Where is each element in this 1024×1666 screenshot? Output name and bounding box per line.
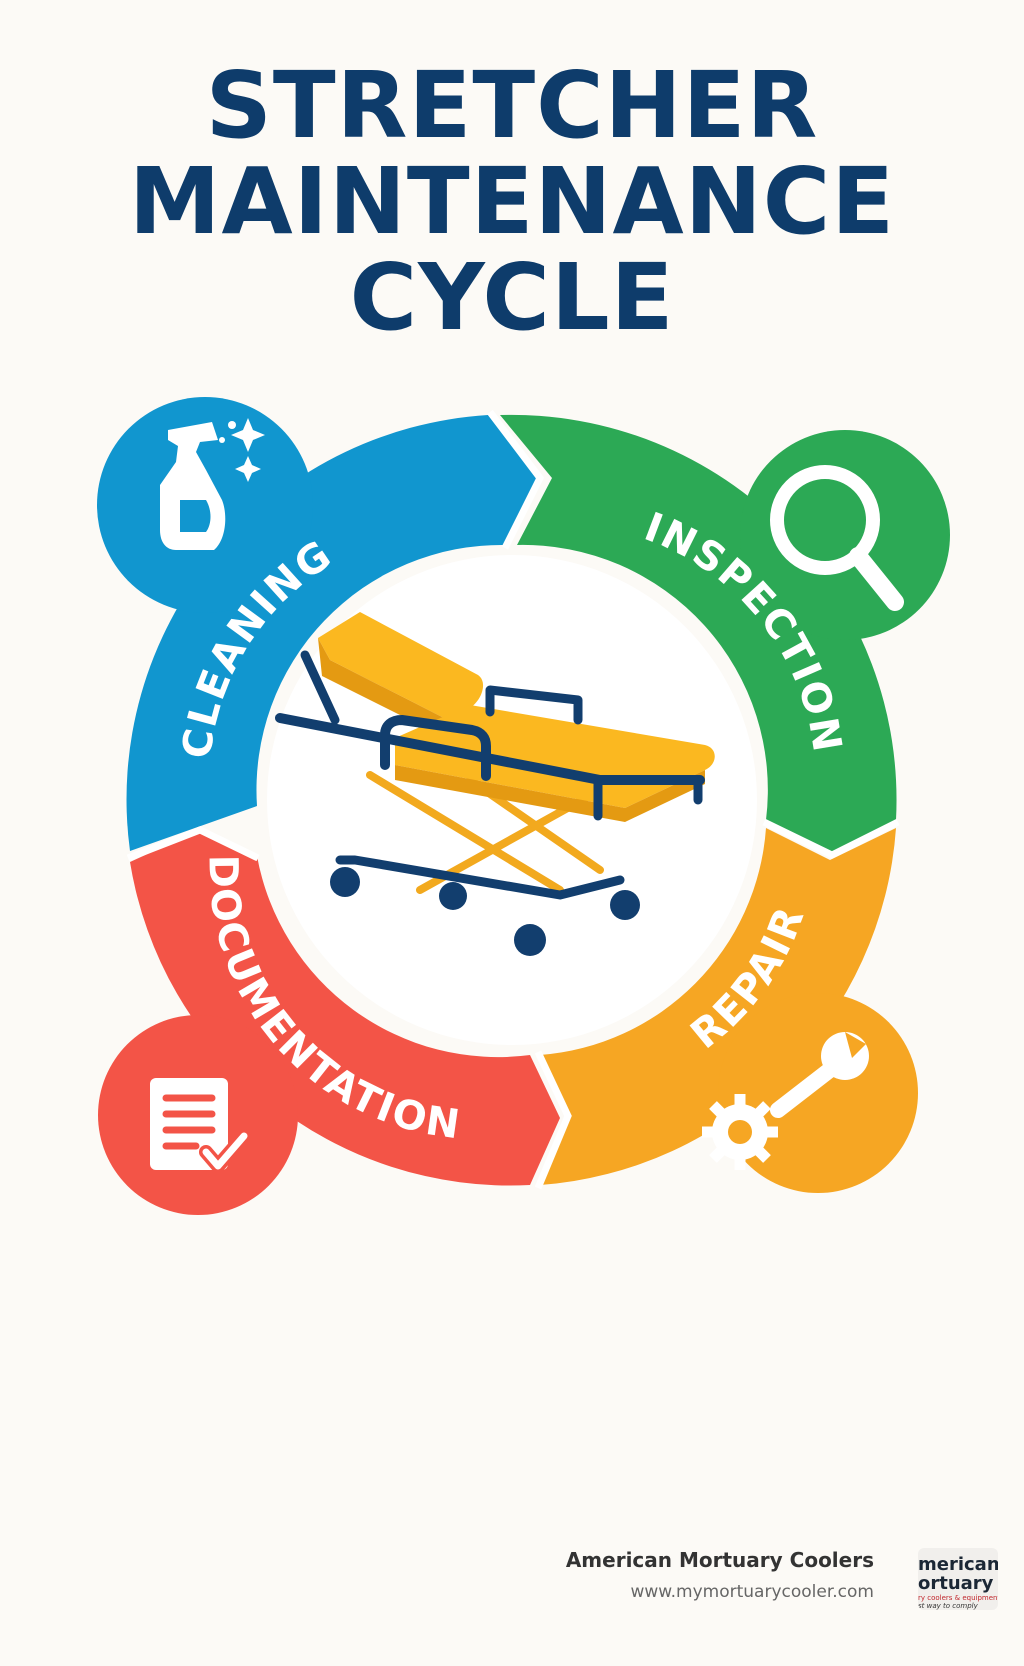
- checklist-document-icon: [150, 1078, 251, 1173]
- logo-line-2: ortuary: [918, 1573, 994, 1594]
- magnifying-glass-icon: [770, 465, 904, 611]
- stretcher-icon: [275, 612, 715, 956]
- logo-line-4: st way to comply: [918, 1602, 978, 1610]
- title-line-1: STRETCHER: [205, 52, 819, 159]
- footer-brand: American Mortuary Coolers www.mymortuary…: [566, 1548, 874, 1602]
- logo-line-1: merican: [918, 1554, 998, 1575]
- title-line-3: CYCLE: [349, 244, 675, 351]
- title-line-2: MAINTENANCE: [128, 148, 896, 255]
- brand-name: American Mortuary Coolers: [565, 1548, 874, 1572]
- brand-url[interactable]: www.mymortuarycooler.com: [630, 1582, 874, 1602]
- company-logo: merican ortuary ry coolers & equipment s…: [918, 1548, 998, 1610]
- segment-separators: [126, 409, 900, 1190]
- page-title: STRETCHER MAINTENANCE CYCLE: [0, 58, 1024, 346]
- gear-wrench-icon: [702, 1032, 869, 1170]
- logo-line-3: ry coolers & equipment: [918, 1594, 998, 1602]
- repair-segment: [540, 828, 918, 1193]
- spray-bottle-icon: [160, 418, 265, 550]
